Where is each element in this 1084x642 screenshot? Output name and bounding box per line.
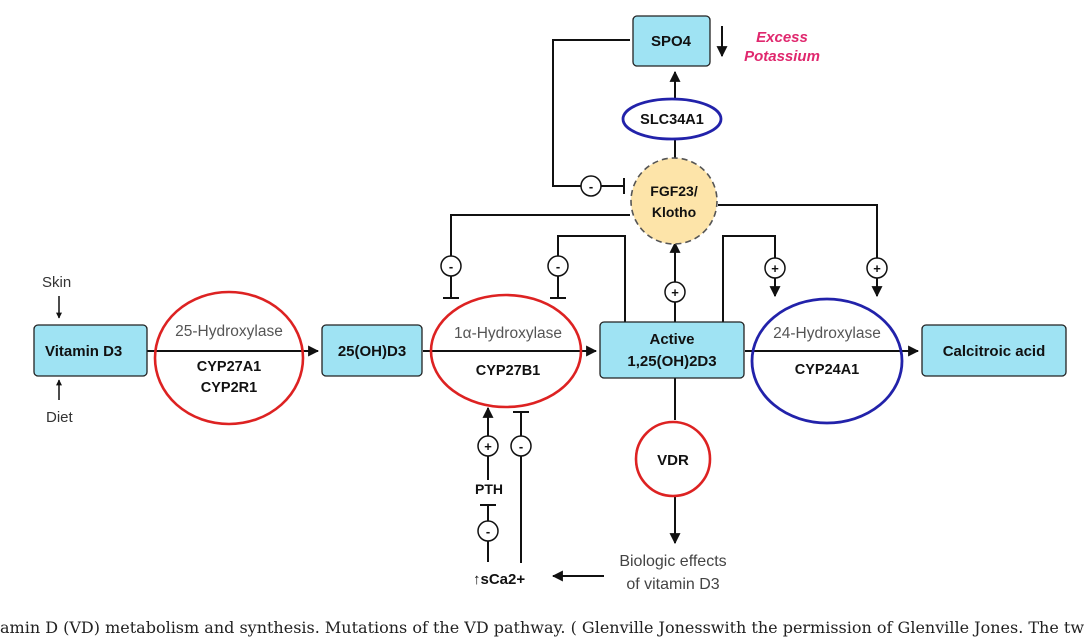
svg-text:-: -: [486, 524, 490, 539]
active-activates-cyp24a1: [722, 235, 781, 322]
box-active-vitamin-d: Active 1,25(OH)2D3: [599, 321, 745, 379]
figure-caption: amin D (VD) metabolism and synthesis. Mu…: [0, 618, 1084, 637]
fgf23-inhibits-cyp27b1: [450, 214, 630, 298]
minus-sign-sca-cyp27b1: -: [510, 435, 532, 457]
minus-sign-fgf23-cyp27b1: -: [440, 255, 462, 277]
gene-label: CYP27A1: [197, 359, 261, 375]
fgf23-klotho: FGF23/ Klotho: [630, 157, 718, 245]
klotho-label: Klotho: [652, 204, 696, 220]
slc34a1: SLC34A1: [621, 97, 723, 141]
biologic-effects-line1: Biologic effects: [619, 553, 726, 570]
plus-sign-pth-cyp27b1: +: [477, 435, 499, 457]
vdr-circle: [634, 420, 712, 498]
spo4-to-fgf23-inhibition: [552, 39, 630, 187]
box-vitamin-d3: Vitamin D3: [33, 324, 148, 377]
fgf23-activates-cyp24a1: [718, 204, 883, 298]
minus-sign-active-cyp27b1: -: [547, 255, 569, 277]
pth-label: PTH: [475, 481, 503, 497]
serum-calcium-label: ↑sCa2+: [473, 571, 525, 588]
vdr: VDR: [634, 420, 712, 498]
box-label: Vitamin D3: [45, 343, 122, 360]
plus-sign-active-fgf23: +: [664, 281, 686, 303]
box-calcitroic-acid: Calcitroic acid: [921, 324, 1067, 377]
svg-text:+: +: [484, 439, 492, 454]
box-label: Calcitroic acid: [943, 343, 1046, 360]
box-spo4: SPO4: [632, 15, 711, 67]
biologic-effects-line2: of vitamin D3: [626, 576, 719, 593]
fgf23-circle: [630, 157, 718, 245]
gene-label: CYP2R1: [201, 380, 257, 396]
minus-sign-sca-pth: -: [477, 520, 499, 542]
fgf23-label: FGF23/: [650, 183, 698, 199]
enzyme-25-hydroxylase: 25-Hydroxylase CYP27A1 CYP2R1: [153, 290, 305, 426]
enzyme-ellipse: [153, 290, 305, 426]
sign-markers: - - - + + + + -: [440, 175, 888, 542]
slc34a1-ellipse: [621, 97, 723, 141]
box-shape: [632, 15, 711, 67]
active-inhibits-cyp27b1: [557, 235, 626, 322]
box-shape: [599, 321, 745, 379]
svg-text:+: +: [771, 261, 779, 276]
svg-text:+: +: [873, 261, 881, 276]
svg-text:+: +: [671, 285, 679, 300]
minus-sign-spo4: -: [580, 175, 602, 197]
skin-label: Skin: [42, 274, 71, 291]
svg-text:-: -: [519, 439, 523, 454]
box-25ohd3: 25(OH)D3: [321, 324, 423, 377]
gene-label: CYP27B1: [476, 363, 540, 379]
gene-label: CYP24A1: [795, 362, 859, 378]
box-label-text: Vitamin D3: [45, 343, 122, 360]
slc34a1-label: SLC34A1: [640, 112, 704, 128]
box-label: SPO4: [651, 33, 692, 50]
diet-label: Diet: [46, 409, 74, 426]
box-label-line2: 1,25(OH)2D3: [627, 353, 716, 370]
box-shape: [321, 324, 423, 377]
box-shape: [33, 324, 148, 377]
enzyme-24-hydroxylase: 24-Hydroxylase CYP24A1: [750, 297, 904, 425]
box-label-line1: Active: [649, 331, 694, 348]
enzyme-name: 24-Hydroxylase: [773, 325, 881, 342]
enzyme-ellipse: [750, 297, 904, 425]
enzyme-ellipse: [429, 293, 583, 409]
excess-label-line1: Excess: [756, 29, 808, 46]
plus-sign-fgf23-cyp24a1: +: [866, 257, 888, 279]
plus-sign-active-cyp24a1: +: [764, 257, 786, 279]
svg-text:-: -: [589, 179, 593, 194]
enzyme-1a-hydroxylase: 1α-Hydroxylase CYP27B1: [429, 293, 583, 409]
excess-label-line2: Potassium: [744, 48, 820, 65]
svg-text:-: -: [449, 259, 453, 274]
enzyme-name: 25-Hydroxylase: [175, 323, 283, 340]
vdr-label: VDR: [657, 452, 689, 469]
svg-text:-: -: [556, 259, 560, 274]
enzyme-name: 1α-Hydroxylase: [454, 325, 562, 342]
box-shape: [921, 324, 1067, 377]
box-label: 25(OH)D3: [338, 343, 406, 360]
